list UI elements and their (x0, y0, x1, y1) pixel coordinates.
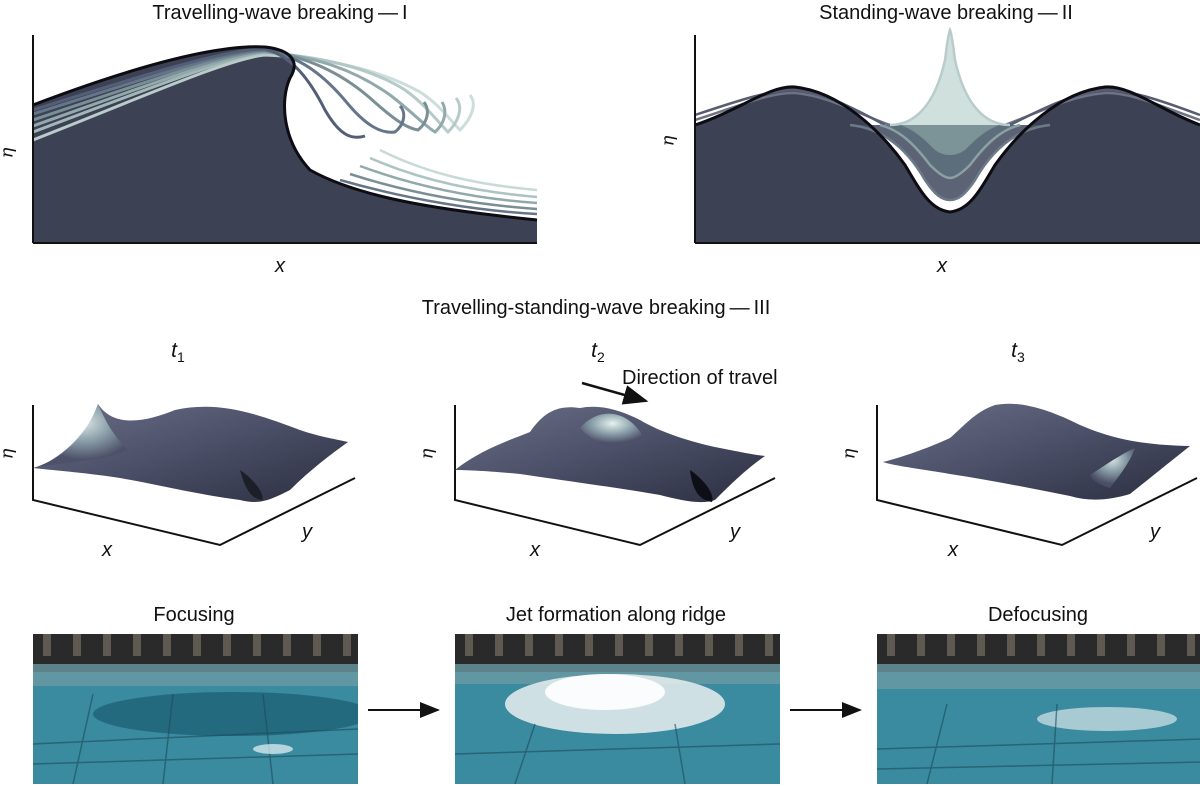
photo-jet-formation (455, 634, 780, 784)
panel-ii-curve (1009, 88, 1200, 127)
t2-axes (454, 405, 776, 547)
panel-i-tail (339, 178, 538, 216)
panel-iii-title: Travelling-standing-wave breaking — III (421, 297, 771, 319)
panel-i-curve (32, 49, 429, 132)
panel-i-curve (32, 48, 406, 134)
t3-highlight (1090, 448, 1135, 488)
panel-ii-xlabel: x (937, 255, 947, 277)
t3-xlabel: x (948, 539, 958, 561)
panel-i-tail (379, 148, 538, 192)
photo-1-caption: Focusing (153, 604, 235, 626)
t2-label: t2 (591, 339, 605, 365)
panel-ii-curve (889, 26, 1011, 127)
panel-i-fluid (33, 46, 537, 243)
panel-i-tail (369, 156, 538, 199)
t3-axes (876, 405, 1198, 547)
t3-zlabel: y (1150, 521, 1160, 543)
photo-focusing (33, 634, 358, 784)
t3-label: t3 (1011, 339, 1025, 365)
panel-ii-curve (694, 88, 886, 127)
t1-surface (33, 404, 348, 502)
panel-i-curve (32, 51, 462, 135)
panel-i-xlabel: x (275, 255, 285, 277)
panel-ii-curve (849, 123, 1051, 202)
t2-trough (690, 470, 713, 502)
t2-zlabel: y (730, 521, 740, 543)
t1-xlabel: x (102, 539, 112, 561)
t2-surface (455, 406, 765, 503)
panel-ii-title: Standing-wave breaking — II (819, 2, 1073, 24)
t1-trough (240, 470, 263, 500)
t1-peak (40, 404, 128, 466)
photo-defocusing (877, 634, 1200, 784)
photo-3-caption: Defocusing (987, 604, 1089, 626)
t1-zlabel: y (302, 521, 312, 543)
panel-i-tail (349, 172, 538, 211)
t1-axes (32, 405, 356, 547)
t1-label: t1 (171, 339, 185, 365)
panel-ii-outline (694, 85, 1200, 214)
direction-of-travel-label: Direction of travel (622, 367, 778, 389)
panel-ii-spike (890, 30, 1010, 125)
photo-2-caption: Jet formation along ridge (505, 604, 727, 626)
panel-ii-fluid (695, 86, 1200, 243)
t3-surface (883, 403, 1190, 500)
panel-ii-curve (879, 123, 1021, 180)
panel-i-tail (359, 164, 538, 205)
panel-i-curve (32, 47, 366, 139)
t2-xlabel: x (530, 539, 540, 561)
panel-ii-layer (900, 125, 1000, 155)
panel-i-outline (32, 45, 538, 222)
t2-peak (580, 413, 645, 447)
direction-arrow (581, 381, 649, 405)
panel-i-curve (32, 50, 447, 134)
panel-i-title: Travelling-wave breaking — I (152, 2, 408, 24)
